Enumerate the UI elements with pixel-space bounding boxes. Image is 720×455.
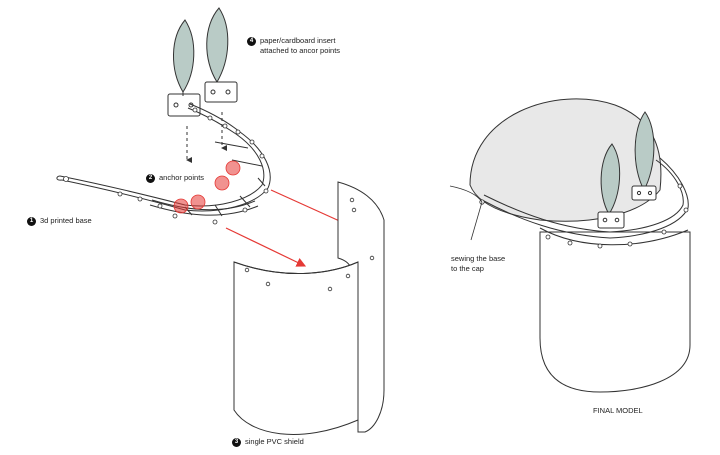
printed-base: [56, 103, 271, 217]
sewing-pointer: [470, 201, 483, 241]
shield-holes: [244, 197, 375, 292]
paper-insert-right: [204, 7, 238, 103]
step-2-text: anchor points: [159, 173, 205, 183]
step-3-badge: 3: [232, 437, 241, 447]
paper-insert-left: [167, 19, 201, 117]
sewing-text-line2: to the cap: [451, 264, 484, 273]
label-step-3: 3 single PVC shield: [232, 437, 304, 447]
sewing-leader-line: [449, 185, 483, 203]
step-4-text-line2: attached to ancor points: [260, 46, 341, 56]
step-4-text-line1: paper/cardboard insert: [260, 36, 336, 46]
step-4-badge: 4: [247, 36, 256, 46]
label-sewing: sewing the base to the cap: [451, 254, 505, 274]
cap-dome: [469, 98, 662, 222]
base-pins: [63, 107, 269, 225]
sewing-text-line1: sewing the base: [451, 254, 506, 263]
label-final-model: FINAL MODEL: [593, 406, 643, 415]
motion-arrow-lower: [225, 227, 307, 267]
label-step-1: 1 3d printed base: [27, 216, 92, 226]
pvc-shield: [233, 181, 385, 435]
step-3-text: single PVC shield: [245, 437, 304, 447]
label-step-2: 2 anchor points: [146, 173, 204, 183]
anchor-points: [173, 160, 241, 214]
final-model: [449, 98, 691, 393]
step-1-text: 3d printed base: [40, 216, 92, 226]
step-2-badge: 2: [146, 173, 155, 183]
label-step-4: 4 paper/cardboard insert attached to anco…: [247, 36, 340, 56]
step-1-badge: 1: [27, 216, 36, 226]
